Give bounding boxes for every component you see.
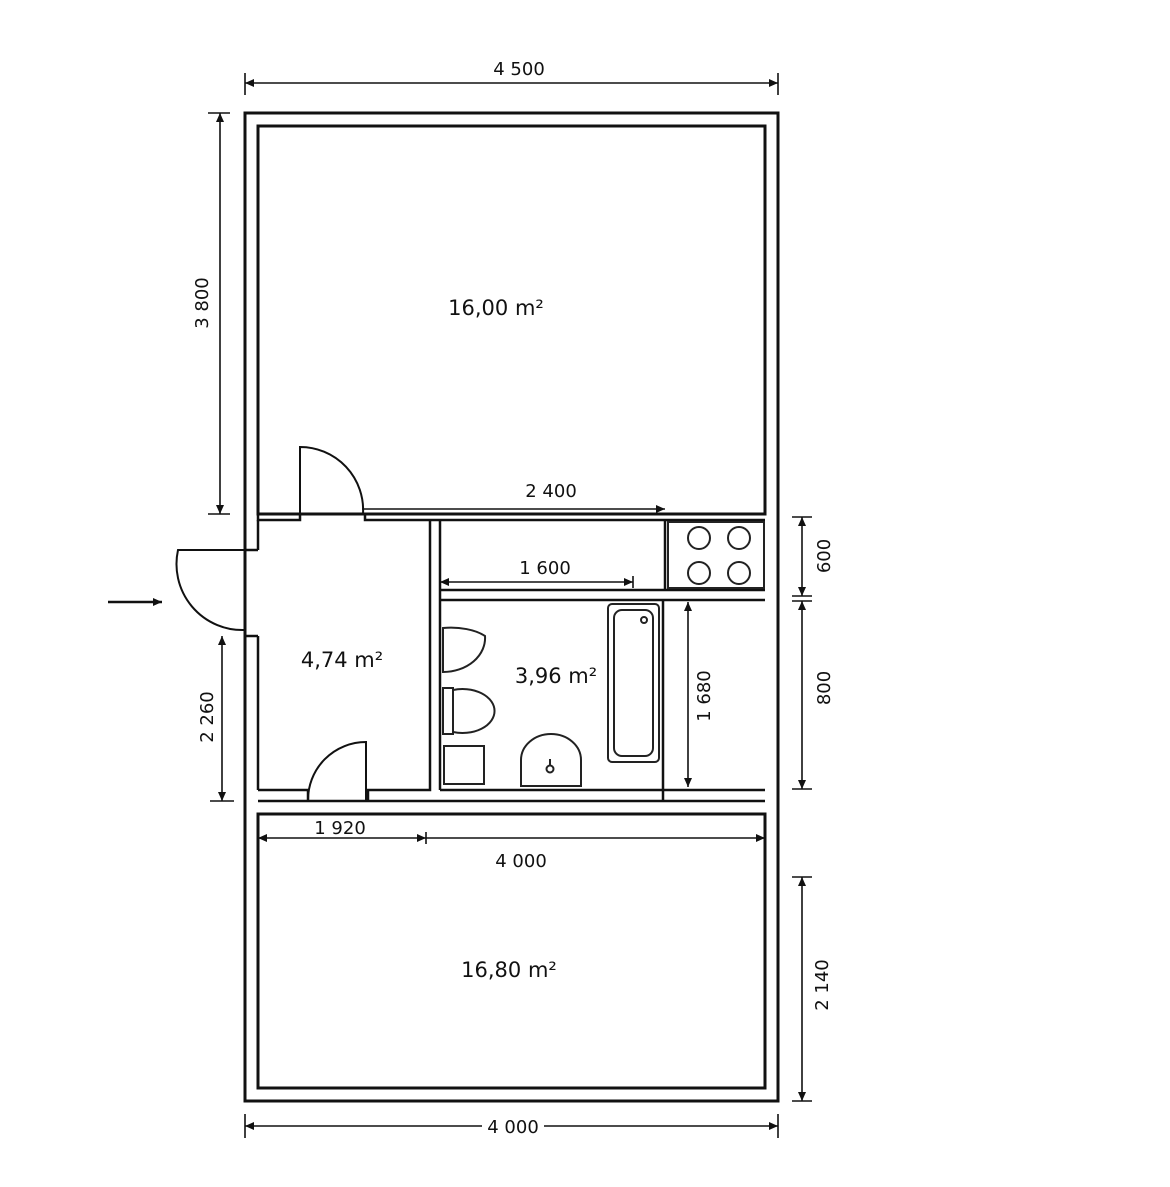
dim-bottom-room-height: 2 140 bbox=[812, 959, 833, 1011]
dim-top-room-height: 3 800 bbox=[192, 277, 213, 329]
shower-tray-icon bbox=[443, 745, 485, 785]
door-bottom-room bbox=[306, 740, 367, 802]
washbasin-icon bbox=[520, 733, 582, 787]
top-room-area: 16,00 m² bbox=[448, 296, 544, 320]
dimension-lines bbox=[208, 73, 812, 1138]
dim-hall-height: 2 260 bbox=[197, 691, 218, 743]
dim-bottom-room-width: 4 000 bbox=[495, 851, 547, 872]
bathtub-icon bbox=[607, 603, 660, 763]
dim-kitchen-wall: 2 400 bbox=[525, 481, 577, 502]
dim-counter: 1 600 bbox=[519, 558, 571, 579]
bath-area: 3,96 m² bbox=[515, 664, 597, 688]
outer-walls bbox=[243, 111, 780, 1103]
dim-top-width: 4 500 bbox=[493, 59, 545, 80]
door-entrance bbox=[175, 549, 246, 632]
dim-hall-width: 1 920 bbox=[314, 818, 366, 839]
bottom-room-area: 16,80 m² bbox=[461, 958, 557, 982]
sink-icon bbox=[442, 626, 487, 674]
hall-area: 4,74 m² bbox=[301, 648, 383, 672]
stove-icon bbox=[667, 521, 765, 589]
dim-closet-depth: 800 bbox=[814, 671, 835, 705]
toilet-icon bbox=[442, 687, 496, 735]
dim-stove-depth: 600 bbox=[814, 539, 835, 573]
dim-bottom-width: 4 000 bbox=[487, 1117, 539, 1138]
doors bbox=[175, 445, 367, 802]
door-top-room bbox=[299, 445, 365, 515]
dim-bath-height: 1 680 bbox=[694, 670, 715, 722]
